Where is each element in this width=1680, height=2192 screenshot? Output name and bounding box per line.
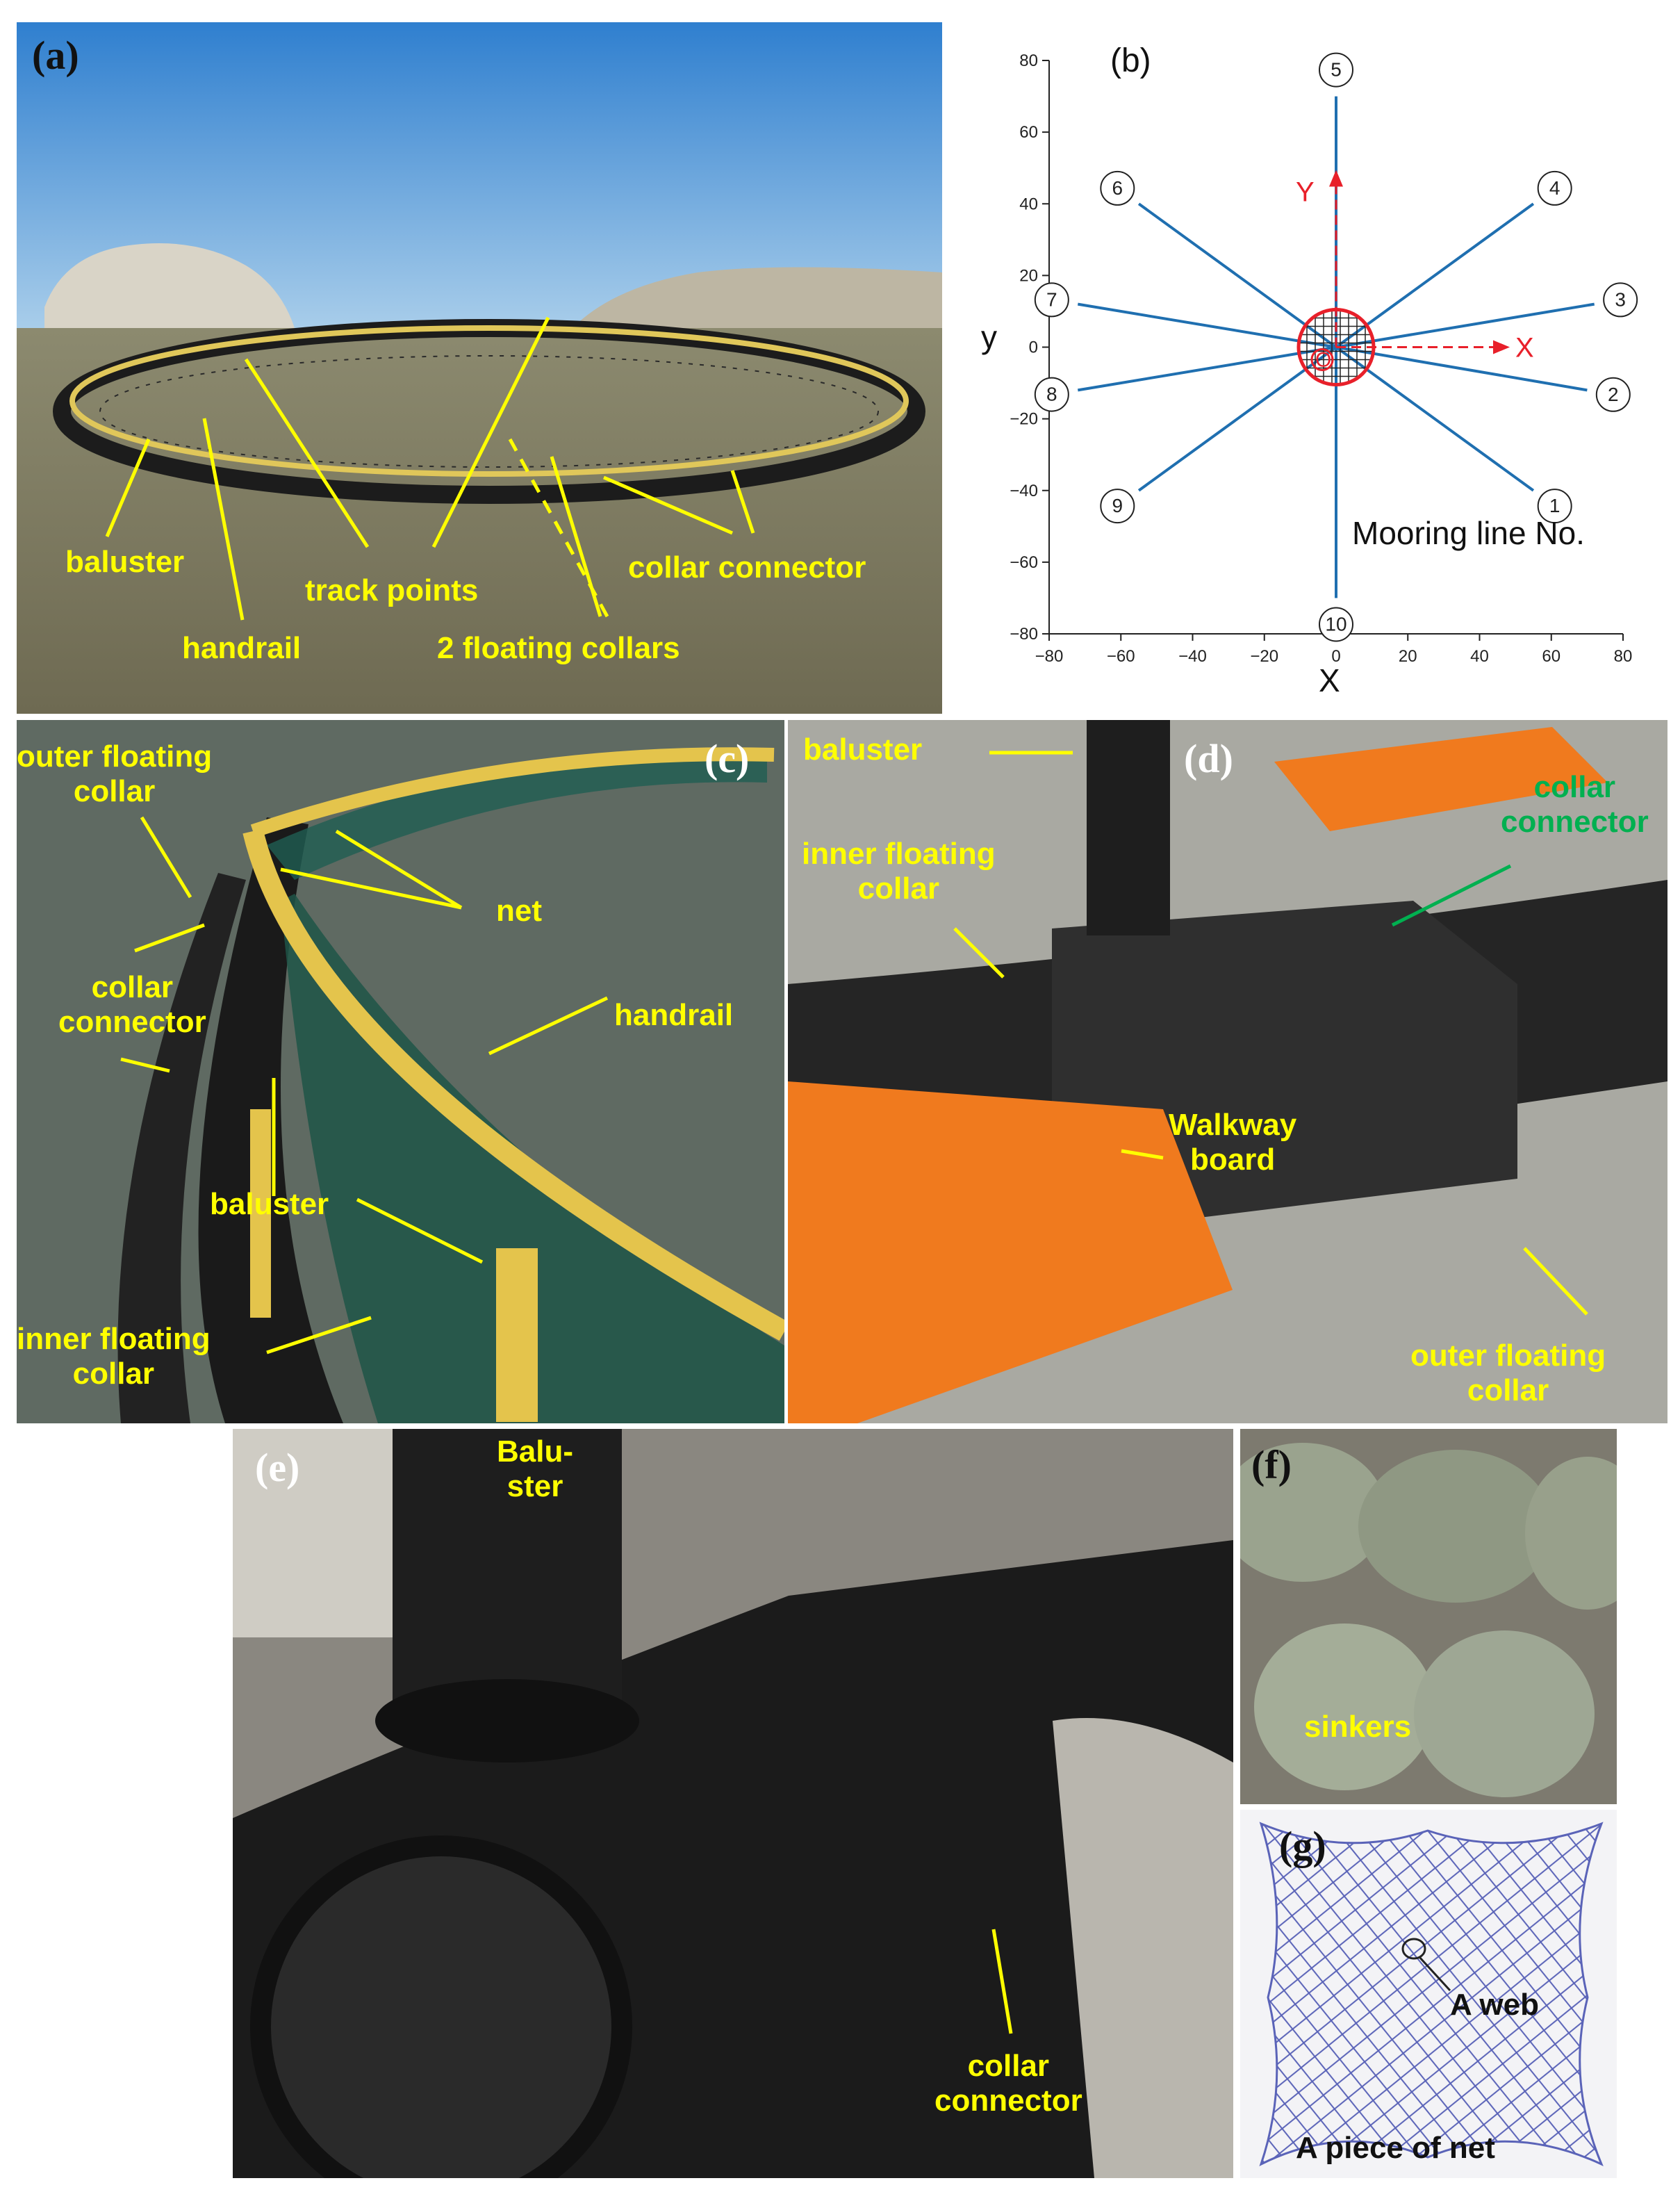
local-y-label: Y — [1296, 177, 1315, 208]
mooring-line-number-circle — [1034, 377, 1069, 412]
label-baluster: baluster — [65, 545, 185, 579]
label-handrail: handrail — [614, 998, 734, 1032]
mooring-line-number-circle — [1319, 52, 1353, 88]
cage-photo — [17, 22, 942, 714]
label-a-web: A web — [1450, 1988, 1539, 2022]
panel-a-photo: (a) baluster handrail track points 2 flo… — [17, 22, 942, 714]
y-tick-label: −20 — [1010, 410, 1038, 429]
local-y-arrowhead — [1329, 170, 1343, 187]
y-tick-label: 80 — [1019, 51, 1038, 70]
panel-label: (c) — [705, 736, 750, 781]
label-collar-connector: collar connector — [1501, 770, 1649, 839]
panel-f-photo: (f) sinkers — [1240, 1429, 1617, 1804]
panel-label: (a) — [32, 33, 79, 78]
mooring-line-number: 10 — [1325, 613, 1347, 635]
net-photo — [1240, 1810, 1617, 2178]
panel-label: (e) — [255, 1445, 300, 1490]
mooring-line-number: 7 — [1046, 288, 1057, 310]
collar-photo — [17, 720, 784, 1423]
label-handrail: handrail — [182, 631, 302, 665]
local-x-label: X — [1515, 333, 1534, 363]
panel-label: (d) — [1184, 736, 1233, 781]
panel-d-photo: (d) baluster collar connector inner floa… — [788, 720, 1667, 1423]
label-collar-connector: collar connector — [628, 550, 866, 584]
label-outer-floating-collar: outer floating collar — [17, 739, 213, 808]
mooring-line-number-circle — [1319, 607, 1353, 642]
mooring-line-number: 6 — [1112, 177, 1123, 199]
y-tick-label: −40 — [1010, 482, 1038, 500]
mooring-line-number: 9 — [1112, 495, 1123, 516]
mooring-line-number-circle — [1100, 489, 1135, 524]
origin-label: O — [1315, 349, 1331, 372]
x-tick-label: −20 — [1250, 647, 1278, 666]
panel-g-photo: (g) A web A piece of net — [1240, 1810, 1617, 2178]
mooring-line-number-circle — [1100, 170, 1135, 206]
mooring-line-number-circle — [1537, 170, 1572, 206]
label-track-points: track points — [305, 573, 479, 607]
x-tick-label: 80 — [1614, 647, 1633, 666]
x-tick-label: 20 — [1399, 647, 1417, 666]
connector-closeup-photo — [233, 1429, 1233, 2178]
y-axis-label: y — [981, 319, 997, 355]
origin-marker — [1310, 348, 1334, 371]
y-tick-label: 20 — [1019, 266, 1038, 285]
mooring-line — [1137, 345, 1337, 492]
label-inner-floating-collar: inner floating collar — [17, 1322, 211, 1391]
mooring-line — [1335, 345, 1535, 492]
label-inner-floating-collar: inner floating collar — [802, 837, 996, 906]
label-collar-connector: collar connector — [58, 970, 206, 1039]
label-baluster: Balu- ster — [497, 1434, 573, 1503]
x-tick-label: 40 — [1470, 647, 1489, 666]
mooring-line — [1335, 345, 1588, 392]
mooring-line-number-circle — [1603, 282, 1638, 318]
label-baluster: baluster — [803, 733, 923, 767]
y-tick-label: 0 — [1029, 338, 1038, 357]
mooring-line-number: 1 — [1549, 495, 1560, 516]
panel-label: (g) — [1279, 1823, 1326, 1868]
local-x-arrowhead — [1493, 340, 1510, 354]
mooring-line-number: 4 — [1549, 177, 1560, 199]
x-tick-label: −40 — [1178, 647, 1207, 666]
panel-c-photo: (c) outer floating collar collar connect… — [17, 720, 784, 1423]
mooring-line — [1137, 202, 1337, 349]
label-sinkers: sinkers — [1304, 1710, 1412, 1744]
mooring-line-number-circle — [1034, 282, 1069, 318]
mooring-line-number: 8 — [1046, 384, 1057, 405]
mooring-line-number: 2 — [1608, 384, 1619, 405]
panel-e-photo: (e) Balu- ster collar connector — [233, 1429, 1233, 2178]
label-floating-collars: 2 floating collars — [437, 631, 680, 665]
label-outer-floating-collar: outer floating collar — [1410, 1339, 1606, 1407]
mooring-line-number-circle — [1595, 377, 1631, 412]
y-tick-label: −80 — [1010, 625, 1038, 644]
label-collar-connector: collar connector — [934, 2049, 1082, 2118]
sinkers-photo — [1240, 1429, 1617, 1804]
mooring-line — [1335, 302, 1595, 349]
x-axis-label: X — [1319, 662, 1340, 698]
mooring-line — [1077, 345, 1337, 392]
panel-label: (b) — [1110, 42, 1151, 79]
y-tick-label: 40 — [1019, 195, 1038, 213]
mooring-line-number: 3 — [1615, 288, 1626, 310]
mooring-line — [1077, 302, 1337, 349]
panel-label: (f) — [1251, 1442, 1292, 1487]
y-tick-label: 60 — [1019, 123, 1038, 142]
cage-outline — [1296, 308, 1376, 386]
connector-photo — [788, 720, 1667, 1423]
legend-mooring-line-no: Mooring line No. — [1352, 515, 1585, 551]
label-walkway-board: Walkway board — [1169, 1108, 1297, 1177]
label-net: net — [496, 894, 542, 928]
mooring-line — [1335, 202, 1535, 349]
label-piece-of-net: A piece of net — [1296, 2131, 1495, 2165]
y-tick-label: −60 — [1010, 553, 1038, 572]
mooring-line-number: 5 — [1331, 59, 1342, 81]
x-tick-label: −80 — [1035, 647, 1064, 666]
x-tick-label: 60 — [1542, 647, 1560, 666]
x-tick-label: −60 — [1107, 647, 1135, 666]
label-baluster: baluster — [210, 1187, 329, 1221]
